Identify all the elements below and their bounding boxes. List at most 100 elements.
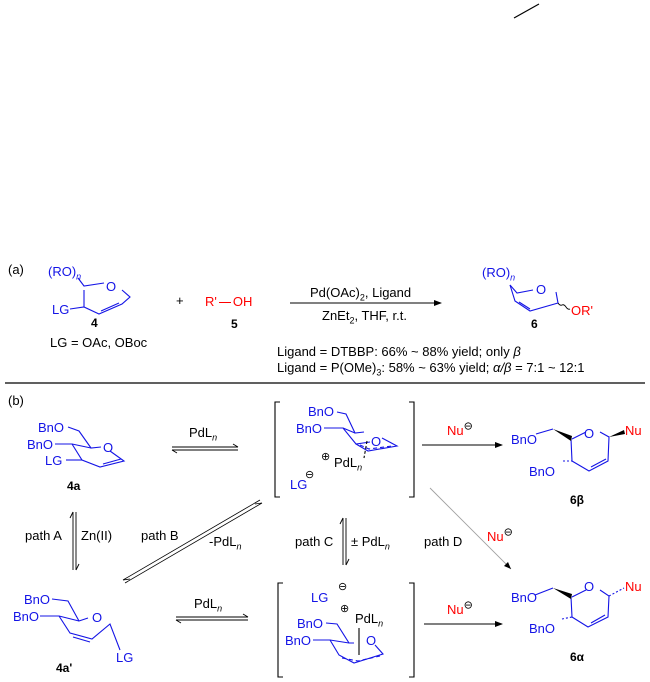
hydroxyl: OH [232,294,253,309]
p6b-nucleophile: Nu [625,423,642,438]
alpha-beta-symbol: α/β [493,360,512,375]
minus-charge: ⊖ [503,526,513,539]
equilibrium-arrow-top [171,443,239,454]
minus-charge: ⊖ [463,599,473,612]
ligand-1-text: Ligand = DTBBP: 66% ~ 88% yield; only [277,344,514,359]
c4a-leaving-group: LG [45,453,63,468]
equilibrium-arrow-bottom [175,613,249,624]
conditions-top: Pd(OAc)2, Ligand [310,285,412,302]
znet: ZnEt [322,308,350,323]
compound-number-5: 5 [231,317,238,331]
pd-oac: Pd(OAc) [310,285,360,300]
int-bottom-pdl: PdLn [355,612,383,628]
equilibrium-arrow-path-c [339,517,350,566]
reactant-5-formula: R' OH [205,295,252,308]
znet-subscript: 2 [349,315,355,326]
nu-top-label: Nu⊖ [447,420,473,438]
c4a-bno-2: BnO [27,437,54,452]
pdl-subscript: n [212,432,218,443]
reactant-4-ro-group: (RO)n [48,265,81,281]
p6b-bno-2: BnO [529,464,556,479]
path-d-label: path D [424,534,463,549]
equilibrium-arrow-path-b [122,499,263,584]
int-bottom-bno-1: BnO [297,616,324,631]
int-top-pdl: PdLn [334,455,362,472]
pdl-text: PdL [189,425,213,440]
int-bottom-leaving-group: LG [311,590,329,605]
nu-bottom-label: Nu⊖ [447,599,473,616]
pd-oac-subscript: 2 [359,292,365,303]
lg-definition: LG = OAc, OBoc [50,335,148,350]
c4a-ring-oxygen: O [103,440,114,455]
c4a-prime-bno-2: BnO [13,609,40,624]
compound-number-6b: 6β [570,493,584,507]
compound-number-6a: 6α [570,650,585,664]
ligand-result-2: Ligand = P(OMe)3: 58% ~ 63% yield; α/β =… [277,360,585,377]
pdl-subscript: n [217,603,223,614]
pdl-subscript: n [384,541,390,552]
wedge-bond-6a-c5 [553,588,572,599]
int-top-bno-1: BnO [308,404,335,419]
p6a-bno-2: BnO [529,621,556,636]
product-6-or-group: OR' [571,303,593,318]
ro-subscript: n [76,271,82,282]
path-a-label: path A [25,528,62,543]
structure-4a-bonds [55,426,126,468]
p6b-ring-oxygen: O [584,426,595,441]
int-bottom-bno-2: BnO [285,633,312,648]
int-top-bonds [324,411,399,459]
ligand-result-1: Ligand = DTBBP: 66% ~ 88% yield; only β [277,345,521,358]
structure-6-bonds [509,284,571,312]
beta-symbol: β [513,344,521,359]
nu-text: Nu [447,423,464,438]
wedge-bond-6b-nu [609,430,625,437]
ligand-2-yield: : 58% ~ 63% yield; [381,360,494,375]
int-bottom-plus-charge: ⊕ [340,603,350,615]
ro-text: (RO) [482,265,511,280]
minus-pdl-label: -PdLn [209,535,241,551]
path-b-label: path B [141,528,179,543]
product-6-ring-oxygen: O [536,282,547,297]
bracket-bottom [277,582,415,678]
solvent-temp: , THF, r.t. [354,308,407,323]
int-top-bno-2: BnO [296,421,323,436]
arrow-path-d [429,487,512,570]
int-top-minus-charge: ⊖ [305,469,315,481]
path-c-label: path C [295,534,334,549]
c4a-prime-ring-oxygen: O [92,610,103,625]
int-bottom-ring-oxygen: O [366,633,377,648]
structure-4a-prime-bonds [40,598,121,651]
nu-text: Nu [487,529,504,544]
equilibrium-arrow-path-a [69,511,80,571]
bracket-top [274,401,415,498]
nu-diag-label: Nu⊖ [487,526,513,544]
p6a-ring-oxygen: O [584,579,595,594]
c4a-prime-leaving-group: LG [116,650,134,665]
ro-subscript: n [510,272,516,283]
compound-number-4: 4 [91,316,98,330]
wedge-bond-6b-c5 [553,429,572,441]
compound-number-4a: 4a [67,479,81,493]
p6a-bno-1: BnO [511,590,538,605]
pdl-subscript: n [357,462,363,473]
ratio-text: = 7:1 ~ 12:1 [511,360,585,375]
structure-6a-bonds [534,587,625,628]
pdl-subscript: n [236,541,242,552]
r-prime: R' [205,294,217,309]
ligand-text: , Ligand [364,285,412,300]
pdl-text: PdL [334,455,358,470]
plus-sign: + [176,293,184,308]
int-top-ring-oxygen: O [371,434,382,449]
int-top-leaving-group: LG [290,477,308,492]
int-bottom-minus-charge: ⊖ [338,581,348,593]
ligand-2-text: Ligand = P(OMe) [277,360,377,375]
pdl-subscript: n [378,618,384,629]
reactant-4-ring-oxygen: O [106,279,117,294]
zn-label: Zn(II) [81,528,113,543]
p6b-bno-1: BnO [511,432,538,447]
minus-charge: ⊖ [463,420,473,433]
stray-bond-line [513,3,540,19]
reactant-4-leaving-group: LG [52,302,70,317]
